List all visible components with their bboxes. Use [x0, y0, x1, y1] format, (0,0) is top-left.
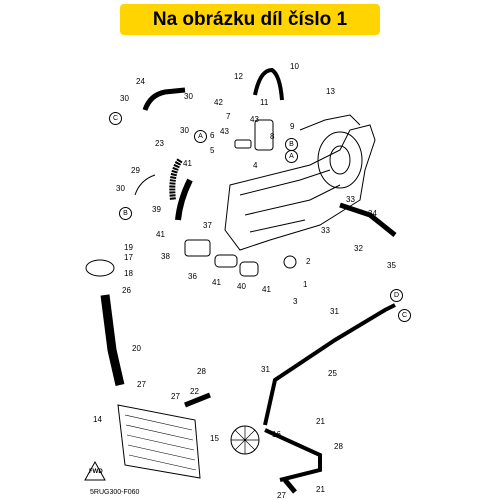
ref-c-1: C: [109, 112, 122, 125]
callout-17: 17: [124, 253, 133, 262]
callout-33-a: 33: [346, 195, 355, 204]
ref-a-1: A: [194, 130, 207, 143]
callout-12: 12: [234, 72, 243, 81]
callout-5: 5: [210, 146, 215, 155]
callout-30-d: 30: [116, 184, 125, 193]
callout-34: 34: [368, 209, 377, 218]
callout-31-a: 31: [330, 307, 339, 316]
callout-35: 35: [387, 261, 396, 270]
callout-43-a: 43: [250, 115, 259, 124]
pipe-25: [263, 303, 396, 426]
part-number-banner: Na obrázku díl číslo 1: [120, 4, 380, 35]
callout-21: 21: [316, 485, 325, 494]
callout-31-b: 31: [261, 365, 270, 374]
hose-29: [169, 158, 183, 201]
callout-27-a: 27: [137, 380, 146, 389]
hose-10: [253, 67, 284, 101]
callout-32: 32: [354, 244, 363, 253]
engine-block: [224, 124, 376, 251]
ref-a-2: A: [285, 150, 298, 163]
callout-41-d: 41: [262, 285, 271, 294]
fwd-arrow: [84, 460, 106, 481]
callout-30-c: 30: [180, 126, 189, 135]
callout-2: 2: [306, 257, 311, 266]
fwd-label: FWD: [89, 469, 103, 475]
hose-39: [175, 178, 193, 221]
callout-3: 3: [293, 297, 298, 306]
radiator: [117, 404, 201, 479]
callout-18: 18: [124, 269, 133, 278]
hose-24: [142, 87, 186, 111]
callout-7: 7: [226, 112, 231, 121]
callout-9: 9: [290, 122, 295, 131]
drawing-code: 5RUG300-F060: [90, 489, 140, 496]
callout-11: 11: [260, 98, 269, 107]
thermostat-housing: [254, 119, 274, 151]
callout-36: 36: [188, 272, 197, 281]
hose-20: [100, 294, 125, 387]
callout-33-b: 33: [321, 226, 330, 235]
callout-26: 26: [122, 286, 131, 295]
callout-38: 38: [161, 252, 170, 261]
ref-b-1: B: [285, 138, 298, 151]
callout-15: 15: [210, 434, 219, 443]
callout-30-a: 30: [120, 94, 129, 103]
callout-41-c: 41: [212, 278, 221, 287]
callout-43-b: 43: [220, 127, 229, 136]
callout-41-a: 41: [183, 159, 192, 168]
callout-27-c: 27: [277, 491, 286, 500]
callout-1: 1: [303, 280, 308, 289]
pipe-32: [339, 202, 397, 237]
callout-41-b: 41: [156, 230, 165, 239]
callout-10: 10: [290, 62, 299, 71]
callout-23: 23: [155, 139, 164, 148]
callout-4: 4: [253, 161, 258, 170]
callout-39: 39: [152, 205, 161, 214]
callout-19: 19: [124, 243, 133, 252]
callout-8: 8: [270, 132, 275, 141]
callout-6: 6: [210, 131, 215, 140]
ref-d-1: D: [390, 289, 403, 302]
ref-c-2: C: [398, 309, 411, 322]
callout-16: 16: [272, 430, 281, 439]
callout-13: 13: [326, 87, 335, 96]
callout-29: 29: [131, 166, 140, 175]
callout-20: 20: [132, 344, 141, 353]
callout-14: 14: [93, 415, 102, 424]
callout-25: 25: [328, 369, 337, 378]
callout-42: 42: [214, 98, 223, 107]
ref-b-2: B: [119, 207, 132, 220]
callout-22: 22: [190, 387, 199, 396]
callout-40: 40: [237, 282, 246, 291]
callout-30-b: 30: [184, 92, 193, 101]
callout-28-b: 28: [334, 442, 343, 451]
callout-27-b: 27: [171, 392, 180, 401]
callout-24: 24: [136, 77, 145, 86]
callout-21-top: 21: [316, 417, 325, 426]
callout-28-a: 28: [197, 367, 206, 376]
callout-37: 37: [203, 221, 212, 230]
radiator-cap: [85, 259, 115, 277]
